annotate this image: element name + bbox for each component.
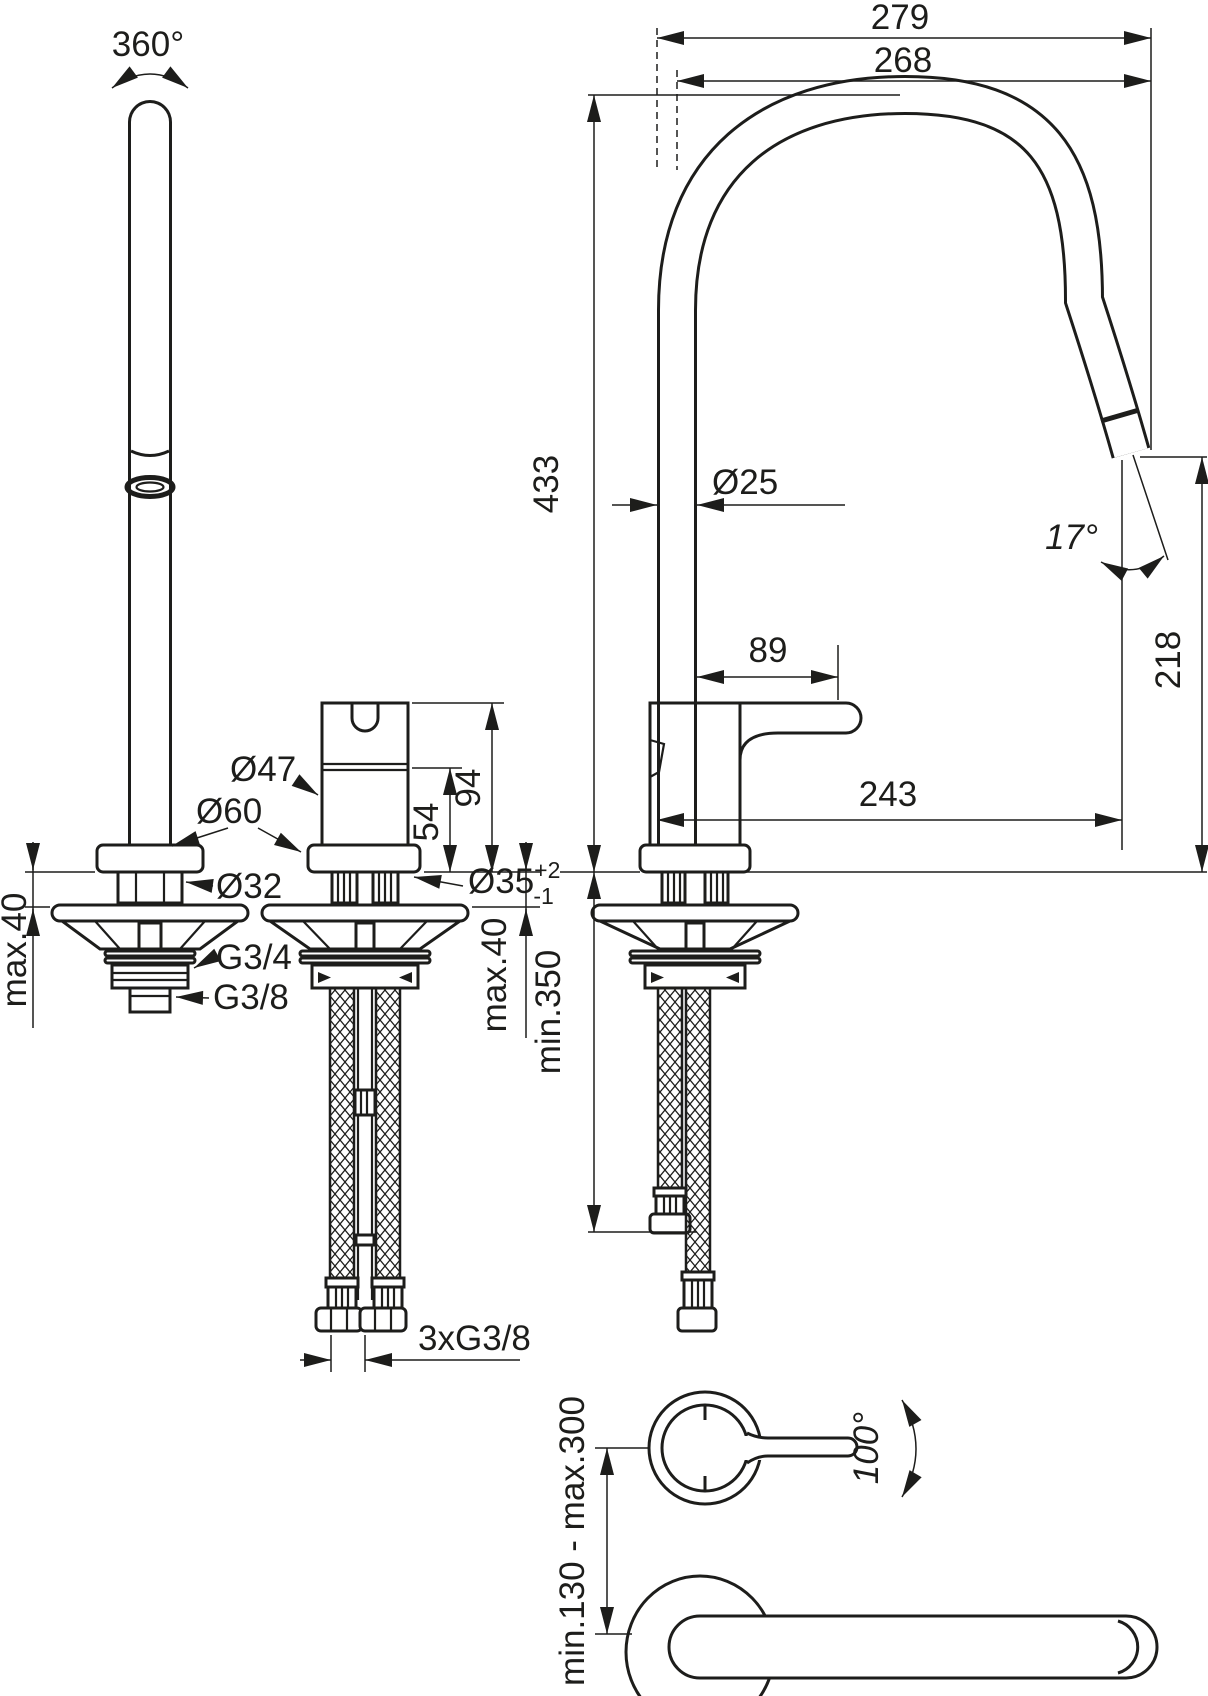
spout-aerator-joint <box>1100 407 1140 424</box>
spout-front-view <box>50 100 250 1014</box>
valve-deck-washer <box>260 903 470 923</box>
spout-flange <box>95 843 205 874</box>
hose-right <box>374 986 402 1280</box>
hose-nut-right <box>358 1306 408 1333</box>
spout-outlet-ring-inner <box>135 481 165 493</box>
leader-g38 <box>175 990 210 1005</box>
thread-g34-label: G3/4 <box>216 938 292 977</box>
dim-dia35-label: Ø35+2-1 <box>468 857 560 909</box>
dim-min350-label: min.350 <box>529 950 568 1075</box>
dim-3xg38-label: 3xG3/8 <box>418 1319 531 1358</box>
spout-tip-arc <box>1117 1619 1140 1675</box>
dimension-lines <box>25 28 1208 1635</box>
hose-center <box>356 988 374 1300</box>
valve-clamp-nut <box>310 963 420 990</box>
valve-flange <box>306 843 422 874</box>
valve-body-seam <box>322 762 408 772</box>
handle-lever-side <box>738 701 863 761</box>
dim-279-label: 279 <box>871 0 929 37</box>
valve-body-step <box>649 738 666 778</box>
swivel-arc <box>111 66 189 89</box>
faucet-side-view <box>590 74 1151 1333</box>
dimension-labels: 279 268 433 Ø25 17° 218 89 243 Ø47 Ø60 Ø… <box>0 0 1188 1686</box>
valve-flange-side <box>638 843 752 874</box>
hose-left <box>328 986 356 1280</box>
hose-short-nut <box>648 1212 692 1235</box>
dim-min130-max300-label: min.130 - max.300 <box>553 1396 592 1686</box>
valve-front-view <box>260 701 470 1333</box>
hose-nut-left <box>314 1306 364 1333</box>
spout-thread-g38 <box>128 986 172 1014</box>
leader-dia32 <box>185 879 214 893</box>
hose-long <box>684 986 712 1274</box>
dim-89-label: 89 <box>749 631 788 670</box>
spout-outlet-ring-outer <box>124 475 176 499</box>
spout-collar-line <box>130 449 170 457</box>
spout-thread-g34 <box>110 963 190 990</box>
dim-218-label: 218 <box>1149 631 1188 689</box>
leader-dia47 <box>291 774 319 796</box>
dim-100deg-label: 100° <box>847 1412 886 1484</box>
handle-swing-arc <box>901 1399 922 1498</box>
leader-dia60-left <box>171 827 229 847</box>
dim-243-label: 243 <box>859 775 917 814</box>
top-view-spout <box>624 1574 1159 1696</box>
hose-short <box>656 986 684 1190</box>
dim-dia32-label: Ø32 <box>216 867 282 906</box>
dim-94-label: 94 <box>449 769 488 808</box>
spout-deck-washer <box>50 903 250 923</box>
valve-lever-slot <box>350 703 380 733</box>
dim-max40-middle-label: max.40 <box>475 918 514 1033</box>
dim-dia25-label: Ø25 <box>712 463 778 502</box>
dim-dia60-label: Ø60 <box>196 792 262 831</box>
thread-g38-label: G3/8 <box>213 978 289 1017</box>
dim-54-label: 54 <box>407 803 446 842</box>
valve-deck-washer-side <box>590 903 800 923</box>
valve-body <box>320 701 410 847</box>
handle-lever-top <box>768 1436 859 1458</box>
dim-360deg-label: 360° <box>112 25 184 64</box>
dim-433-label: 433 <box>527 455 566 513</box>
dim-dia47-label: Ø47 <box>230 750 296 789</box>
leader-dia35 <box>413 874 464 889</box>
dim-max40-left-label: max.40 <box>0 893 34 1008</box>
leader-g34 <box>193 948 222 969</box>
spout-brace-slot <box>137 921 163 951</box>
dim-17deg-label: 17° <box>1045 518 1098 557</box>
spout-tube-top <box>667 1614 1159 1680</box>
dim-268-label: 268 <box>874 41 932 80</box>
valve-brace-slot <box>354 921 376 951</box>
leader-dia60-right <box>257 827 302 853</box>
spout-hex-shank <box>116 870 184 905</box>
hose-long-nut <box>676 1306 718 1333</box>
top-view-valve <box>647 1390 859 1506</box>
